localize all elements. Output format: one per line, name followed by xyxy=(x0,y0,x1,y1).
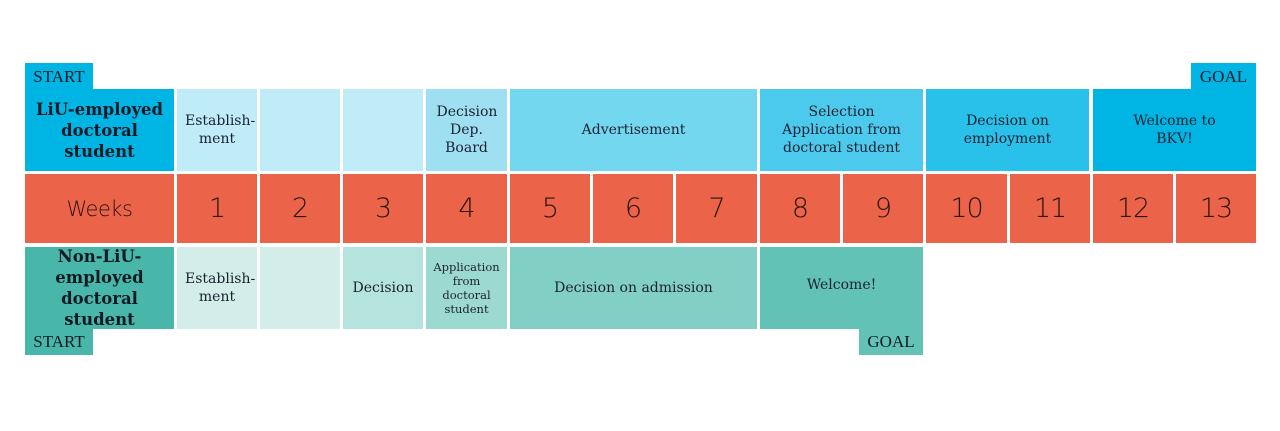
top-cell-week3 xyxy=(343,89,423,171)
week-2: 2 xyxy=(260,174,340,243)
week-3: 3 xyxy=(343,174,423,243)
top-cell-advertisement: Advertisement xyxy=(510,89,757,171)
week-13: 13 xyxy=(1176,174,1256,243)
week-12: 12 xyxy=(1093,174,1173,243)
week-4: 4 xyxy=(426,174,507,243)
bottom-cell-text: Decision xyxy=(352,280,414,296)
top-cell-establishment: Establish- ment xyxy=(177,89,257,171)
week-8: 8 xyxy=(760,174,840,243)
week-6: 6 xyxy=(593,174,673,243)
bottom-cell-text: Welcome! xyxy=(806,277,877,293)
week-11: 11 xyxy=(1010,174,1090,243)
top-cell-text: Selection Application from doctoral stud… xyxy=(782,104,901,156)
bottom-cell-establishment: Establish- ment xyxy=(177,247,257,329)
weeks-label: Weeks xyxy=(25,174,174,243)
top-goal-tab: GOAL xyxy=(1191,63,1256,90)
bottom-cell-week2 xyxy=(260,247,340,329)
bottom-start-tab: START xyxy=(25,329,93,355)
bottom-cell-decision-on-admission: Decision on admission xyxy=(510,247,757,329)
top-cell-text: Decision on employment xyxy=(963,113,1052,147)
top-cell-text: Welcome to BKV! xyxy=(1133,113,1216,147)
week-9: 9 xyxy=(843,174,923,243)
top-cell-decision-dep-board: Decision Dep. Board xyxy=(426,89,507,171)
week-5: 5 xyxy=(510,174,590,243)
top-cell-decision-on-employment: Decision on employment xyxy=(926,89,1089,171)
top-start-tab: START xyxy=(25,63,93,90)
bottom-row-label-text: Non-LiU- employed doctoral student xyxy=(55,247,144,329)
top-cell-text: Establish- ment xyxy=(185,113,256,147)
bottom-goal-tab: GOAL xyxy=(859,329,923,355)
bottom-cell-application: Application from doctoral student xyxy=(426,247,507,329)
bottom-cell-text: Decision on admission xyxy=(554,280,713,296)
top-cell-welcome-bkv: Welcome to BKV! xyxy=(1093,89,1256,171)
top-cell-week2 xyxy=(260,89,340,171)
bottom-row-label: Non-LiU- employed doctoral student xyxy=(25,247,174,329)
top-row-label: LiU-employed doctoral student xyxy=(25,89,174,171)
top-cell-text: Decision Dep. Board xyxy=(436,104,498,156)
top-cell-text: Advertisement xyxy=(581,122,686,138)
week-10: 10 xyxy=(926,174,1007,243)
week-1: 1 xyxy=(177,174,257,243)
bottom-cell-decision: Decision xyxy=(343,247,423,329)
bottom-cell-welcome: Welcome! xyxy=(760,247,923,329)
top-row-label-text: LiU-employed doctoral student xyxy=(35,99,164,161)
bottom-cell-text: Establish- ment xyxy=(185,271,256,305)
top-cell-selection: Selection Application from doctoral stud… xyxy=(760,89,923,171)
bottom-cell-text: Application from doctoral student xyxy=(433,260,500,316)
week-7: 7 xyxy=(676,174,757,243)
